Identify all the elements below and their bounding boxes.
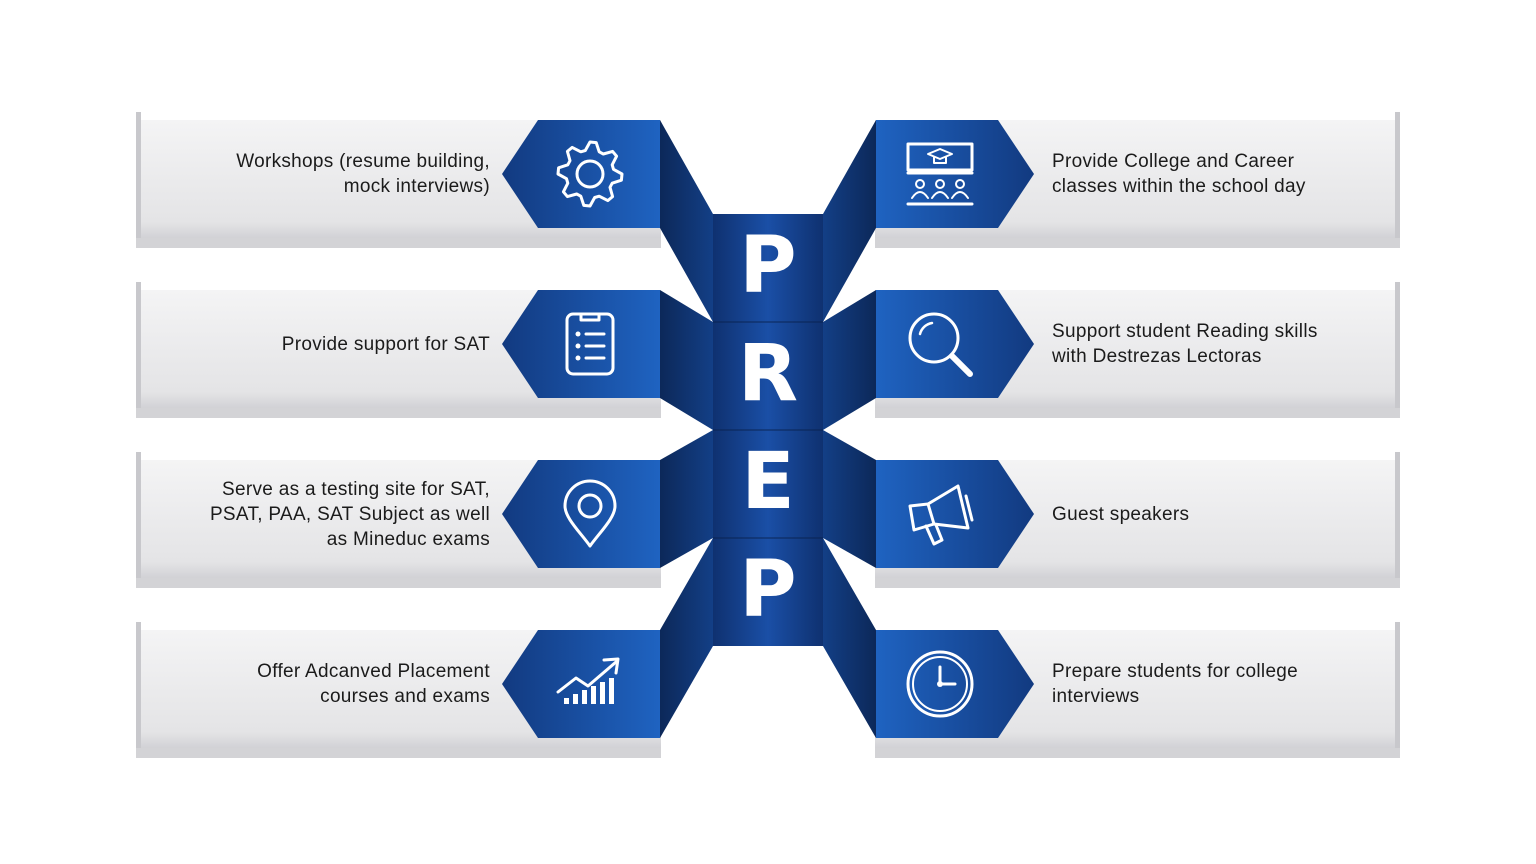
right-item-4-banner-edge [1395,622,1400,750]
left-item-4-banner-shadow [136,748,661,758]
left-item-3-banner-shadow [136,578,661,588]
clipboard-checklist-icon [565,312,615,376]
right-item-3-banner-edge [1395,452,1400,580]
left-item-1-banner-shadow [136,238,661,248]
left-item-3-line: Serve as a testing site for SAT, [222,478,490,500]
right-item-3-text: Guest speakers [1052,454,1392,574]
spine-letter-2: R [737,329,799,419]
left-item-3-line: PSAT, PAA, SAT Subject as well [209,503,490,525]
spine-letter-4: P [739,545,797,635]
left-item-1-hexagon [502,120,660,228]
left-item-2-banner-edge [136,282,141,410]
left-item-2-text: Provide support for SAT [150,284,490,404]
left-item-2-line: Provide support for SAT [281,333,490,355]
left-item-4-banner-edge [136,622,141,750]
left-item-4-text: Offer Adcanved Placement courses and exam… [150,624,490,744]
magnifier-icon [908,312,973,377]
left-item-1-line: mock interviews) [343,176,490,197]
left-item-2-banner-shadow [136,408,661,418]
left-item-2-hexagon [502,290,660,398]
right-item-1-ribbon [823,120,876,322]
classroom-board-icon [906,142,974,206]
right-item-2-text: Support student Reading skills with Destr… [1052,284,1392,404]
megaphone-icon [908,484,974,546]
left-item-4-ribbon [660,538,713,738]
right-item-1-banner-edge [1395,112,1400,240]
right-item-4-line: interviews [1052,686,1140,707]
left-item-1-text: Workshops (resume building, mock intervie… [150,114,490,234]
right-item-1-line: classes within the school day [1052,176,1306,197]
right-item-4-text: Prepare students for college interviews [1052,624,1392,744]
left-item-3-text: Serve as a testing site for SAT, PSAT, PA… [150,454,490,574]
right-item-4-banner-shadow [875,748,1400,758]
left-item-4-hexagon [502,630,660,738]
right-item-2-banner-edge [1395,282,1400,410]
left-item-3-banner-edge [136,452,141,580]
right-item-2-ribbon [823,290,876,430]
left-item-3-ribbon [660,430,713,568]
right-item-2-hexagon [876,290,1034,398]
right-item-1-text: Provide College and Career classes within… [1052,114,1392,234]
left-item-3-line: as Mineduc exams [326,528,490,550]
right-item-2-line: with Destrezas Lectoras [1052,346,1262,367]
spine-letter-1: P [739,221,797,311]
right-item-3-banner-shadow [875,578,1400,588]
right-item-2-banner-shadow [875,408,1400,418]
right-item-1-line: Provide College and Career [1052,151,1295,172]
right-item-3-line: Guest speakers [1052,503,1190,525]
clock-icon [906,650,974,718]
growth-chart-icon [556,657,620,704]
right-item-4-line: Prepare students for college [1052,661,1299,682]
spine-letter-3: E [741,437,795,527]
left-item-1-ribbon [660,120,713,322]
right-item-3-hexagon [876,460,1034,568]
right-item-1-banner-shadow [875,238,1400,248]
left-item-1-banner-edge [136,112,141,240]
left-item-4-line: Offer Adcanved Placement [257,661,490,682]
left-item-4-line: courses and exams [320,686,490,707]
map-pin-icon [563,479,617,548]
right-item-4-ribbon [823,538,876,738]
right-item-3-ribbon [823,430,876,568]
left-item-2-ribbon [660,290,713,430]
gear-icon [556,140,624,208]
right-item-2-line: Support student Reading skills [1052,321,1318,342]
left-item-1-line: Workshops (resume building, [236,151,490,172]
